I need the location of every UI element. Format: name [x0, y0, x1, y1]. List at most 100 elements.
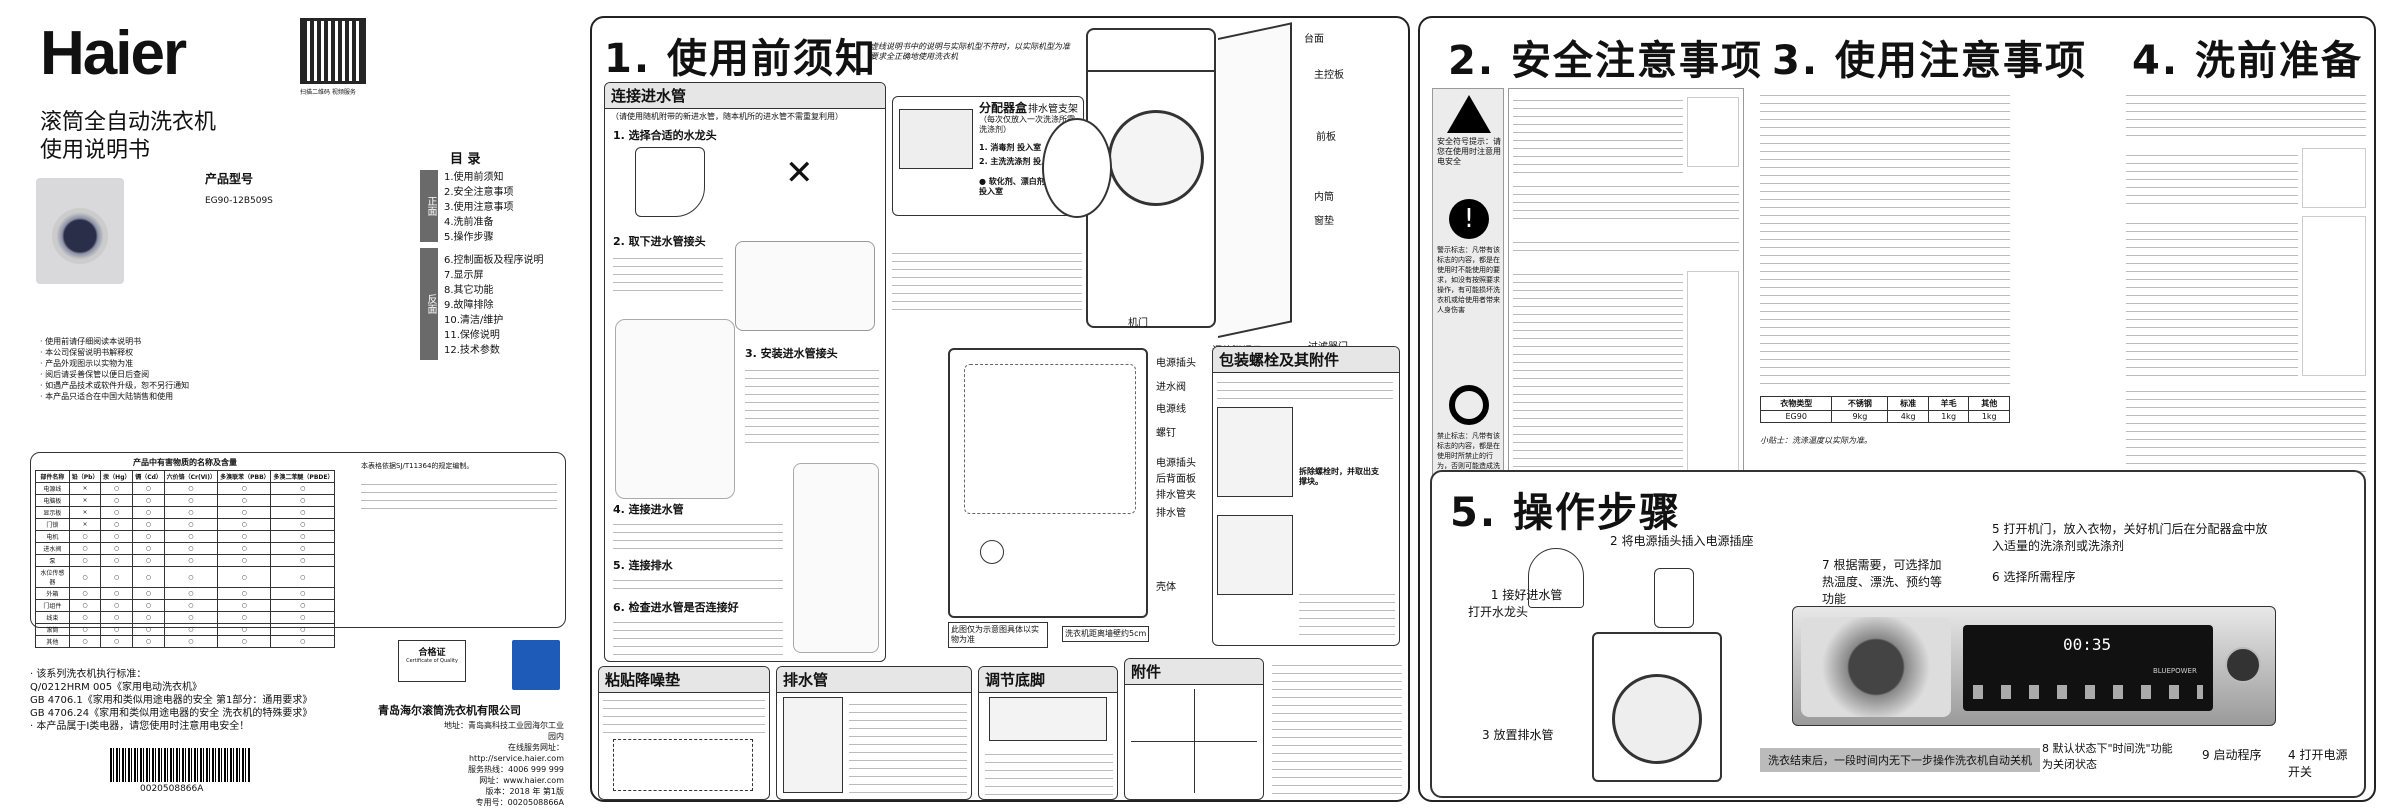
table-cell: ○ [270, 599, 335, 612]
power-button[interactable] [2225, 647, 2261, 683]
table-cell: × [68, 506, 102, 519]
function-buttons[interactable] [1973, 685, 2203, 699]
table-row: 门锁×○○○○○ [35, 518, 335, 531]
accessories-head: 附件 [1125, 659, 1263, 685]
qr-code[interactable] [300, 18, 366, 84]
table-cell: ○ [270, 506, 335, 519]
step-item: 6 选择所需程序 [1992, 568, 2132, 585]
table-cell: ○ [132, 635, 165, 648]
table-cell: ○ [270, 623, 335, 636]
warning-text-1: 安全符号提示：请您在使用时注意用电安全 [1437, 137, 1501, 166]
hazard-table-title: 产品中有害物质的名称及含量 [133, 458, 237, 467]
part-label: 主控板 [1314, 70, 1344, 81]
table-cell: ○ [163, 635, 219, 648]
certificate: 合格证 Certificate of Quality [398, 640, 466, 682]
faucet-step-icon [1528, 548, 1584, 608]
table-cell: × [68, 482, 102, 495]
hazard-table: 部件名称铅（Pb）汞（Hg）镉（Cd）六价铬（Cr(Ⅵ)）多溴联苯（PBB）多溴… [35, 470, 335, 648]
hazard-table-footnote [361, 477, 557, 509]
prep-text-4 [2126, 384, 2366, 484]
toc-item[interactable]: 3.使用注意事项 [444, 202, 514, 213]
table-cell: ○ [217, 554, 272, 567]
table-cell: 电源线 [35, 482, 70, 495]
toc-item[interactable]: 2.安全注意事项 [444, 187, 514, 198]
dispenser-warning [892, 246, 1082, 316]
standards-head: · 该系列洗衣机执行标准： [30, 669, 147, 680]
table-cell: ○ [270, 542, 335, 555]
toc-item[interactable]: 10.清洁/维护 [444, 315, 504, 326]
dispenser-item: 2. 主洗洗涤剂 投入室 [979, 157, 1058, 166]
hazard-table-box: 产品中有害物质的名称及含量 部件名称铅（Pb）汞（Hg）镉（Cd）六价铬（Cr(… [30, 452, 566, 648]
load-col: 羊毛 [1927, 396, 1970, 411]
table-cell: ○ [68, 635, 102, 648]
load-col: 其他 [1968, 396, 2010, 411]
load-cell: 9kg [1831, 410, 1889, 423]
table-cell: ○ [132, 518, 165, 531]
website[interactable]: 在线服务网址：http://service.haier.com [468, 743, 564, 763]
part-label: 排水管夹 [1156, 490, 1196, 501]
safety-illustration-2 [1687, 271, 1739, 485]
toc-item[interactable]: 12.技术参数 [444, 345, 500, 356]
table-cell: ○ [100, 566, 134, 588]
table-cell: ○ [270, 494, 335, 507]
toc-item[interactable]: 9.故障排除 [444, 300, 494, 311]
qr-caption: 扫描二维码 视频服务 [300, 89, 356, 96]
site[interactable]: 网址：www.haier.com [479, 776, 564, 785]
table-header: 多溴联苯（PBB） [217, 470, 272, 483]
note: · 阅后请妥善保管以便日后查阅 [40, 370, 150, 379]
table-cell: ○ [163, 542, 219, 555]
toc-item[interactable]: 1.使用前须知 [444, 172, 504, 183]
part-label: 电源插头 [1156, 458, 1196, 469]
section-5-title: 5. 操作步骤 [1450, 490, 1681, 536]
install-box: 连接进水管 （请使用随机附带的新进水管，随本机所的进水管不需重复利用） 1. 选… [604, 82, 886, 662]
load-cell: 1kg [1968, 410, 2010, 423]
toc-item[interactable]: 6.控制面板及程序说明 [444, 255, 544, 266]
step-item: 8 默认状态下"时间洗"功能为关闭状态 [2042, 740, 2182, 772]
table-cell: ○ [163, 518, 219, 531]
part-label: 排水管 [1156, 508, 1186, 519]
table-cell: ○ [217, 518, 272, 531]
safety-text-1 [1513, 93, 1683, 173]
section-1-title: 1. 使用前须知 [604, 36, 877, 82]
hotline: 服务热线：4006 999 999 [468, 765, 564, 774]
brand-logo: Haier [40, 19, 187, 88]
program-knob[interactable] [1801, 617, 1951, 717]
table-cell: ○ [132, 587, 165, 600]
step-4-text [613, 517, 783, 553]
toc-item[interactable]: 11.保修说明 [444, 330, 500, 341]
section-4-title: 4. 洗前准备 [2132, 38, 2363, 84]
toc-group-back: 反面 [420, 248, 438, 360]
note: · 使用前请仔细阅读本说明书 [40, 337, 142, 346]
toc-list: 1.使用前须知 2.安全注意事项 3.使用注意事项 4.洗前准备 5.操作步骤 6.控制面… [444, 170, 544, 358]
sticker-box: 粘贴降噪垫 [598, 666, 770, 800]
table-cell: ○ [132, 506, 165, 519]
dispenser-item: 1. 消毒剂 投入室 [979, 143, 1042, 152]
table-row: 显示板×○○○○○ [35, 506, 335, 519]
prep-text-2 [2126, 148, 2298, 208]
part-label: 进水阀 [1156, 382, 1186, 393]
prep-illustration-2 [2302, 216, 2366, 376]
table-cell: ○ [132, 611, 165, 624]
part-label: 前板 [1316, 132, 1336, 143]
safety-text-3 [1513, 235, 1739, 257]
install-head: 连接进水管 [605, 83, 885, 109]
washer-door[interactable] [1042, 118, 1112, 218]
company-info: 地址：青岛高科技工业园海尔工业园内 在线服务网址：http://service.… [440, 720, 564, 808]
step-3: 3. 安装进水管接头 [745, 347, 838, 360]
toc-item[interactable]: 8.其它功能 [444, 285, 494, 296]
washer-step-image [1592, 632, 1722, 782]
drain-illustration [783, 697, 843, 793]
toc-item[interactable]: 4.洗前准备 [444, 217, 494, 228]
section-2-title: 2. 安全注意事项 [1448, 38, 1763, 84]
right-panel: 2. 安全注意事项 安全符号提示：请您在使用时注意用电安全 ! 警示标志：凡带有… [1418, 16, 2376, 802]
toc-item[interactable]: 5.操作步骤 [444, 232, 494, 243]
step-label: 7 根据需要，可选择加热温度、漂洗、预约等功能 [1822, 558, 1943, 606]
table-header: 镉（Cd） [132, 470, 165, 483]
step-label: 2 将电源插头插入电源插座 [1610, 534, 1754, 548]
step-item: 5 打开机门，放入衣物，关好机门后在分配器盒中放入适量的洗涤剂或洗涤剂 [1992, 520, 2272, 554]
toc-item[interactable]: 7.显示屏 [444, 270, 484, 281]
adjust-head: 调节底脚 [979, 667, 1117, 693]
table-cell: ○ [217, 623, 272, 636]
table-cell: ○ [270, 635, 335, 648]
